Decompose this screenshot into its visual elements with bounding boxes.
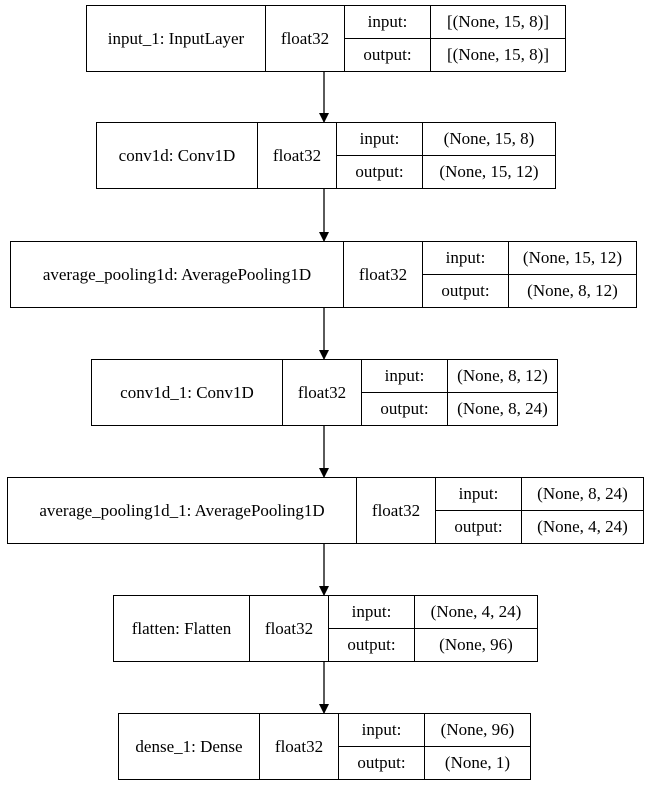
output-shape: (None, 15, 12) [439, 162, 539, 181]
output-shape: (None, 1) [444, 753, 511, 772]
input-row: input: [(None, 15, 8)] [345, 6, 565, 38]
input-label: input: [362, 360, 448, 392]
layer-name: conv1d_1: Conv1D [92, 360, 283, 425]
output-row: output: [(None, 15, 8)] [345, 38, 565, 71]
input-shape: (None, 15, 12) [522, 248, 623, 267]
input-label: input: [337, 123, 423, 155]
input-label: input: [423, 242, 509, 274]
input-shape: [(None, 15, 8)] [447, 12, 549, 31]
output-label: output: [423, 275, 509, 307]
output-label: output: [345, 39, 431, 71]
layer-dtype: float32 [344, 242, 423, 307]
layer-io-table: input: (None, 15, 8) output: (None, 15, 12) [337, 123, 555, 188]
input-row: input: (None, 15, 8) [337, 123, 555, 155]
input-label: input: [436, 478, 522, 510]
layer-name: average_pooling1d_1: AveragePooling1D [8, 478, 357, 543]
output-row: output: (None, 4, 24) [436, 510, 643, 543]
output-shape: [(None, 15, 8)] [447, 45, 549, 64]
input-shape: (None, 96) [440, 720, 515, 739]
output-row: output: (None, 1) [339, 746, 530, 779]
layer-io-table: input: (None, 4, 24) output: (None, 96) [329, 596, 537, 661]
layer-name: input_1: InputLayer [87, 6, 266, 71]
layer-name: conv1d: Conv1D [97, 123, 258, 188]
input-label: input: [329, 596, 415, 628]
input-label: input: [339, 714, 425, 746]
layer-io-table: input: (None, 96) output: (None, 1) [339, 714, 530, 779]
layer-dtype: float32 [283, 360, 362, 425]
layer-name: dense_1: Dense [119, 714, 260, 779]
layer-io-table: input: (None, 8, 12) output: (None, 8, 24) [362, 360, 557, 425]
input-row: input: (None, 15, 12) [423, 242, 636, 274]
layer-io-table: input: [(None, 15, 8)] output: [(None, 15, … [345, 6, 565, 71]
input-row: input: (None, 4, 24) [329, 596, 537, 628]
layer-dtype: float32 [258, 123, 337, 188]
layer-io-table: input: (None, 15, 12) output: (None, 8, 12) [423, 242, 636, 307]
output-label: output: [362, 393, 448, 425]
input-shape: (None, 15, 8) [443, 129, 535, 148]
output-row: output: (None, 8, 12) [423, 274, 636, 307]
layer-dtype: float32 [260, 714, 339, 779]
input-shape: (None, 8, 24) [537, 484, 628, 503]
output-row: output: (None, 96) [329, 628, 537, 661]
input-row: input: (None, 8, 24) [436, 478, 643, 510]
input-row: input: (None, 96) [339, 714, 530, 746]
output-label: output: [329, 629, 415, 661]
output-shape: (None, 96) [439, 635, 513, 654]
output-row: output: (None, 8, 24) [362, 392, 557, 425]
layer-dtype: float32 [250, 596, 329, 661]
output-shape: (None, 8, 12) [527, 281, 618, 300]
input-row: input: (None, 8, 12) [362, 360, 557, 392]
output-shape: (None, 4, 24) [537, 517, 628, 536]
output-label: output: [337, 156, 423, 188]
input-shape: (None, 8, 12) [457, 366, 548, 385]
input-shape: (None, 4, 24) [430, 602, 522, 621]
layer-dtype: float32 [266, 6, 345, 71]
output-shape: (None, 8, 24) [457, 399, 548, 418]
layer-dtype: float32 [357, 478, 436, 543]
layer-name: flatten: Flatten [114, 596, 250, 661]
output-label: output: [339, 747, 425, 779]
output-row: output: (None, 15, 12) [337, 155, 555, 188]
layer-name: average_pooling1d: AveragePooling1D [11, 242, 344, 307]
layer-io-table: input: (None, 8, 24) output: (None, 4, 24) [436, 478, 643, 543]
output-label: output: [436, 511, 522, 543]
input-label: input: [345, 6, 431, 38]
